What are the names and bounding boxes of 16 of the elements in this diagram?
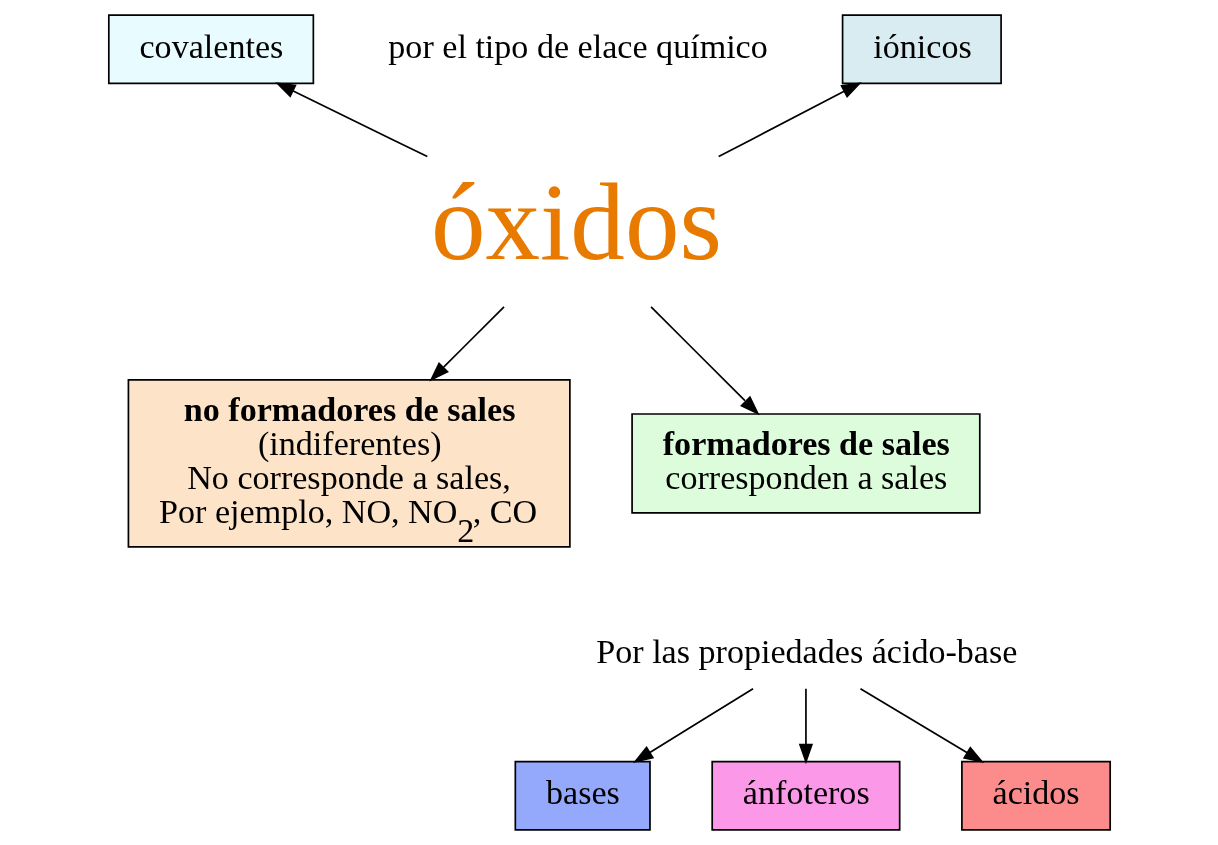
node-box: bases (514, 760, 651, 831)
arrow (428, 306, 505, 382)
arrow (632, 687, 754, 763)
node-box: ácidos (960, 760, 1111, 831)
arrow (717, 82, 862, 158)
label: por el tipo de elace químico (387, 27, 768, 65)
node-box: covalentes (107, 14, 314, 85)
node-text: óxidos (430, 162, 722, 284)
arrow (859, 687, 984, 763)
node-text: Por las propiedades ácido-base (595, 632, 1017, 670)
node-box: ánfoteros (710, 760, 901, 831)
arrow (798, 687, 813, 765)
arrow (649, 306, 760, 416)
node-box: formadores de sales corresponden a sales (630, 413, 981, 514)
arrow (274, 82, 428, 158)
node-box: iónicos (841, 14, 1002, 85)
